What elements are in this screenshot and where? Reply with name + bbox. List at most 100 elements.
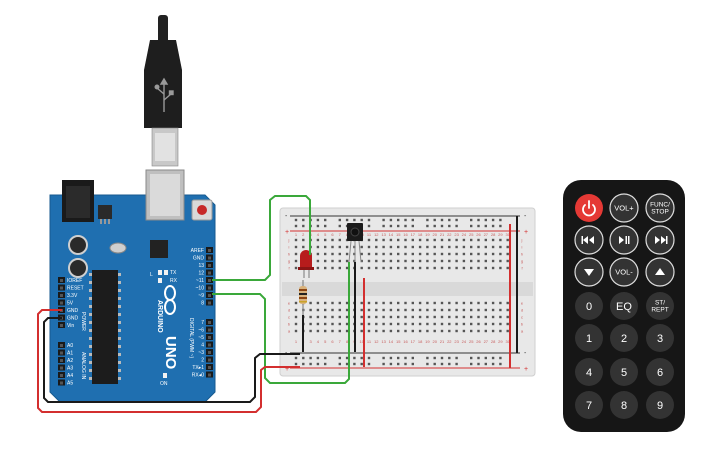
breadboard-hole[interactable] <box>499 252 502 256</box>
rail-hole[interactable] <box>302 218 305 222</box>
breadboard-hole[interactable] <box>448 329 451 333</box>
remote-button-8[interactable]: 8 <box>610 391 638 419</box>
breadboard-hole[interactable] <box>411 245 414 249</box>
remote-button-power[interactable] <box>575 194 603 222</box>
remote-button-vol-down[interactable]: VOL- <box>609 257 639 287</box>
remote-button-st-rept[interactable]: ST/REPT <box>646 292 674 320</box>
breadboard-hole[interactable] <box>462 322 466 326</box>
breadboard-hole[interactable] <box>382 266 385 270</box>
breadboard-hole[interactable] <box>397 252 400 256</box>
rail-hole[interactable] <box>477 362 480 366</box>
breadboard-hole[interactable] <box>382 252 385 256</box>
breadboard-hole[interactable] <box>477 259 480 263</box>
breadboard-hole[interactable] <box>411 322 414 326</box>
breadboard-hole[interactable] <box>491 266 495 270</box>
breadboard-hole[interactable] <box>294 308 298 312</box>
breadboard-hole[interactable] <box>462 238 466 242</box>
breadboard-hole[interactable] <box>506 245 509 249</box>
breadboard-hole[interactable] <box>491 315 495 319</box>
ir-receiver[interactable] <box>347 223 363 263</box>
breadboard-hole[interactable] <box>418 315 422 319</box>
breadboard-hole[interactable] <box>418 259 422 263</box>
breadboard-hole[interactable] <box>324 315 327 319</box>
breadboard-hole[interactable] <box>418 308 422 312</box>
breadboard-hole[interactable] <box>455 329 458 333</box>
breadboard-hole[interactable] <box>477 308 480 312</box>
rail-hole[interactable] <box>316 218 320 222</box>
breadboard-hole[interactable] <box>331 259 334 263</box>
remote-button-7[interactable]: 7 <box>575 391 603 419</box>
breadboard-hole[interactable] <box>484 322 487 326</box>
breadboard-hole[interactable] <box>345 266 349 270</box>
breadboard-hole[interactable] <box>491 322 495 326</box>
rail-hole[interactable] <box>499 356 502 360</box>
rail-hole[interactable] <box>324 224 327 228</box>
rail-hole[interactable] <box>477 218 480 222</box>
breadboard-hole[interactable] <box>382 322 385 326</box>
rail-hole[interactable] <box>397 218 400 222</box>
breadboard-hole[interactable] <box>338 308 341 312</box>
remote-button-6[interactable]: 6 <box>646 358 674 386</box>
breadboard-hole[interactable] <box>433 245 436 249</box>
breadboard-hole[interactable] <box>338 266 341 270</box>
breadboard-hole[interactable] <box>455 259 458 263</box>
breadboard-hole[interactable] <box>506 301 509 305</box>
breadboard-hole[interactable] <box>389 315 393 319</box>
rail-hole[interactable] <box>367 224 371 228</box>
breadboard-hole[interactable] <box>389 238 393 242</box>
rail-hole[interactable] <box>302 362 305 366</box>
breadboard-hole[interactable] <box>367 308 371 312</box>
breadboard-hole[interactable] <box>506 322 509 326</box>
breadboard-hole[interactable] <box>462 308 466 312</box>
breadboard-hole[interactable] <box>426 259 429 263</box>
breadboard-hole[interactable] <box>302 245 305 249</box>
rail-hole[interactable] <box>338 218 341 222</box>
breadboard-hole[interactable] <box>375 245 378 249</box>
breadboard-hole[interactable] <box>360 266 363 270</box>
breadboard-hole[interactable] <box>470 245 473 249</box>
remote-button-next[interactable] <box>645 225 675 255</box>
breadboard-hole[interactable] <box>477 238 480 242</box>
breadboard-hole[interactable] <box>448 266 451 270</box>
rail-hole[interactable] <box>404 224 407 228</box>
breadboard-hole[interactable] <box>499 238 502 242</box>
resistor[interactable] <box>299 280 307 315</box>
breadboard-hole[interactable] <box>491 238 495 242</box>
breadboard-hole[interactable] <box>331 329 334 333</box>
breadboard-hole[interactable] <box>470 238 473 242</box>
breadboard-hole[interactable] <box>404 301 407 305</box>
rail-hole[interactable] <box>433 362 436 366</box>
remote-button-func-stop[interactable]: FUNC/STOP <box>645 193 675 223</box>
breadboard-hole[interactable] <box>426 252 429 256</box>
breadboard-hole[interactable] <box>294 315 298 319</box>
breadboard-hole[interactable] <box>433 301 436 305</box>
breadboard-hole[interactable] <box>338 238 341 242</box>
rail-hole[interactable] <box>294 218 298 222</box>
breadboard-hole[interactable] <box>484 266 487 270</box>
breadboard-hole[interactable] <box>499 301 502 305</box>
breadboard-hole[interactable] <box>353 245 356 249</box>
remote-button-eq[interactable]: EQ <box>610 292 638 320</box>
breadboard-hole[interactable] <box>433 308 436 312</box>
breadboard-hole[interactable] <box>294 322 298 326</box>
breadboard-hole[interactable] <box>462 245 466 249</box>
breadboard-hole[interactable] <box>477 245 480 249</box>
breadboard-hole[interactable] <box>316 315 320 319</box>
rail-hole[interactable] <box>426 224 429 228</box>
breadboard-hole[interactable] <box>324 259 327 263</box>
remote-button-up[interactable] <box>645 257 675 287</box>
breadboard-hole[interactable] <box>294 245 298 249</box>
breadboard-hole[interactable] <box>345 322 349 326</box>
breadboard-hole[interactable] <box>470 308 473 312</box>
rail-hole[interactable] <box>491 224 495 228</box>
rail-hole[interactable] <box>426 356 429 360</box>
breadboard-hole[interactable] <box>484 301 487 305</box>
rail-hole[interactable] <box>477 224 480 228</box>
breadboard-hole[interactable] <box>397 315 400 319</box>
breadboard-hole[interactable] <box>418 322 422 326</box>
breadboard-hole[interactable] <box>360 308 363 312</box>
wire-green-led[interactable] <box>212 195 311 281</box>
breadboard-hole[interactable] <box>294 259 298 263</box>
breadboard-hole[interactable] <box>331 322 334 326</box>
rail-hole[interactable] <box>433 224 436 228</box>
